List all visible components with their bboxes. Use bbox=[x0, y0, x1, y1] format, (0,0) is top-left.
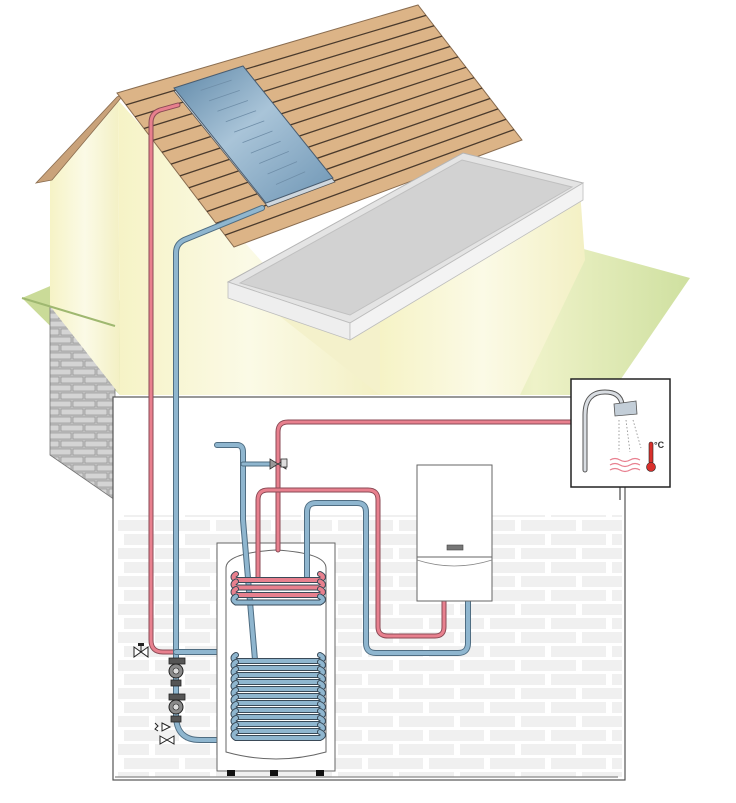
pump-icon bbox=[168, 657, 186, 687]
pump-icon bbox=[168, 693, 186, 723]
collector-absorber-line bbox=[234, 120, 265, 133]
solar-return-pipe bbox=[173, 205, 265, 743]
upper-heating-coil bbox=[230, 571, 326, 606]
collector-absorber-line bbox=[200, 79, 232, 91]
collector-absorber-line bbox=[217, 100, 249, 112]
solar-collector bbox=[173, 65, 336, 208]
collector-absorber-line bbox=[259, 151, 289, 164]
cylinder-foot bbox=[227, 770, 235, 776]
pump-station bbox=[133, 643, 186, 745]
boiler-return-pipe bbox=[304, 500, 471, 656]
safety-valve bbox=[154, 722, 172, 732]
collector-absorber-line bbox=[208, 89, 240, 102]
roof-shingle-line bbox=[188, 87, 483, 189]
boiler bbox=[416, 464, 493, 602]
cylinder-foot bbox=[270, 770, 278, 776]
collector-absorber-line bbox=[242, 130, 273, 144]
hot-water-outlet: °C bbox=[570, 378, 671, 500]
roof-shingle-line bbox=[224, 129, 515, 236]
flat-roof-extension bbox=[226, 152, 585, 341]
roof-shingle-line bbox=[206, 108, 499, 213]
lower-solar-coil bbox=[230, 652, 326, 741]
thermometer-icon bbox=[646, 441, 656, 472]
mixing-valve bbox=[269, 458, 288, 470]
collector-absorber-line bbox=[275, 171, 306, 185]
check-valve bbox=[133, 643, 149, 658]
cylinder-foot bbox=[316, 770, 324, 776]
collector-absorber-line bbox=[225, 110, 257, 123]
water-spray bbox=[618, 419, 642, 453]
collector-absorber-line bbox=[267, 161, 298, 175]
shower-head-icon bbox=[613, 400, 638, 417]
boiler-flow-pipe bbox=[255, 487, 447, 639]
solar-flow-pipe bbox=[148, 102, 221, 655]
hot-water-supply-pipe bbox=[275, 419, 588, 553]
heat-waves-icon bbox=[609, 457, 641, 473]
boiler-display bbox=[446, 544, 464, 551]
collector-absorber-line bbox=[250, 140, 281, 154]
roof-shingle-line bbox=[179, 77, 475, 177]
roof-shingle-line bbox=[197, 97, 491, 201]
roof-shingle-line bbox=[215, 118, 507, 224]
temperature-unit-label: °C bbox=[654, 440, 665, 450]
drain-valve bbox=[159, 735, 175, 745]
